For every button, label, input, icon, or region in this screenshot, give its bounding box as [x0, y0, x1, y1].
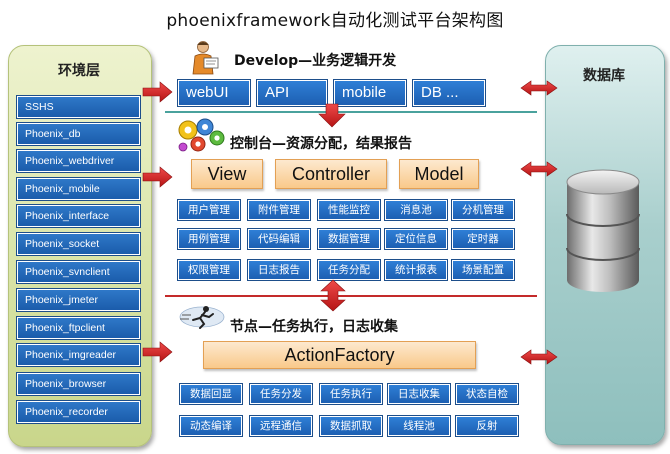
env-item-phoenix-imgreader[interactable]: Phoenix_imgreader — [16, 343, 141, 367]
env-item-phoenix-webdriver[interactable]: Phoenix_webdriver — [16, 149, 141, 173]
control-btn-case-management[interactable]: 用例管理 — [177, 228, 241, 250]
arrow-env-to-node — [142, 341, 173, 363]
developer-icon — [192, 41, 219, 75]
control-btn-log-report[interactable]: 日志报告 — [247, 259, 311, 281]
node-btn-task-dispatch[interactable]: 任务分发 — [249, 383, 313, 405]
node-btn-remote-comm[interactable]: 远程通信 — [249, 415, 313, 437]
control-btn-task-assignment[interactable]: 任务分配 — [317, 259, 381, 281]
node-btn-data-echo[interactable]: 数据回显 — [179, 383, 243, 405]
env-item-phoenix-mobile[interactable]: Phoenix_mobile — [16, 177, 141, 201]
control-btn-extension-management[interactable]: 分机管理 — [451, 199, 515, 221]
arrow-node-db-bidirectional — [520, 349, 558, 365]
control-btn-timer[interactable]: 定时器 — [451, 228, 515, 250]
control-btn-statistics-report[interactable]: 统计报表 — [384, 259, 448, 281]
control-btn-scene-config[interactable]: 场景配置 — [451, 259, 515, 281]
node-btn-log-collect[interactable]: 日志收集 — [387, 383, 451, 405]
control-btn-attachment-management[interactable]: 附件管理 — [247, 199, 311, 221]
control-btn-message-pool[interactable]: 消息池 — [384, 199, 448, 221]
develop-api-button[interactable]: API — [256, 79, 328, 107]
node-btn-dynamic-compile[interactable]: 动态编译 — [179, 415, 243, 437]
develop-webui-button[interactable]: webUI — [177, 79, 251, 107]
model-button[interactable]: Model — [399, 159, 479, 189]
arrow-develop-to-control — [318, 103, 346, 128]
control-btn-permission-management[interactable]: 权限管理 — [177, 259, 241, 281]
database-icon — [566, 169, 640, 292]
node-btn-task-execute[interactable]: 任务执行 — [319, 383, 383, 405]
control-header: 控制台—资源分配，结果报告 — [230, 136, 412, 152]
env-item-sshs[interactable]: SSHS — [16, 95, 141, 119]
arrow-env-to-control — [142, 166, 173, 188]
env-item-phoenix-recorder[interactable]: Phoenix_recorder — [16, 400, 141, 424]
env-item-phoenix-db[interactable]: Phoenix_db — [16, 122, 141, 146]
environment-title: 环境层 — [58, 63, 100, 79]
env-item-phoenix-jmeter[interactable]: Phoenix_jmeter — [16, 288, 141, 312]
develop-mobile-button[interactable]: mobile — [333, 79, 407, 107]
develop-divider-line — [165, 111, 537, 113]
runner-icon — [179, 306, 225, 329]
env-item-phoenix-svnclient[interactable]: Phoenix_svnclient — [16, 260, 141, 284]
database-title: 数据库 — [583, 68, 625, 84]
control-btn-code-editor[interactable]: 代码编辑 — [247, 228, 311, 250]
node-btn-reflection[interactable]: 反射 — [455, 415, 519, 437]
control-divider-line — [165, 295, 537, 297]
view-button[interactable]: View — [191, 159, 263, 189]
env-item-phoenix-ftpclient[interactable]: Phoenix_ftpclient — [16, 316, 141, 340]
develop-db-button[interactable]: DB ... — [412, 79, 486, 107]
controller-button[interactable]: Controller — [275, 159, 387, 189]
control-btn-user-management[interactable]: 用户管理 — [177, 199, 241, 221]
node-btn-thread-pool[interactable]: 线程池 — [387, 415, 451, 437]
actionfactory-button[interactable]: ActionFactory — [203, 341, 476, 369]
gears-icon — [178, 118, 225, 152]
control-btn-data-management[interactable]: 数据管理 — [317, 228, 381, 250]
control-btn-locator-info[interactable]: 定位信息 — [384, 228, 448, 250]
control-btn-performance-monitor[interactable]: 性能监控 — [317, 199, 381, 221]
develop-header: Develop—业务逻辑开发 — [234, 53, 397, 69]
arrow-develop-db-bidirectional — [520, 80, 558, 96]
arrow-control-node-bidirectional — [320, 279, 346, 312]
page-title: phoenixframework自动化测试平台架构图 — [166, 11, 504, 31]
node-btn-data-capture[interactable]: 数据抓取 — [319, 415, 383, 437]
node-btn-self-check[interactable]: 状态自检 — [455, 383, 519, 405]
arrow-env-to-develop — [142, 81, 173, 103]
env-item-phoenix-interface[interactable]: Phoenix_interface — [16, 204, 141, 228]
arrow-control-db-bidirectional — [520, 161, 558, 177]
env-item-phoenix-socket[interactable]: Phoenix_socket — [16, 232, 141, 256]
node-header: 节点—任务执行，日志收集 — [230, 319, 398, 335]
env-item-phoenix-browser[interactable]: Phoenix_browser — [16, 372, 141, 396]
